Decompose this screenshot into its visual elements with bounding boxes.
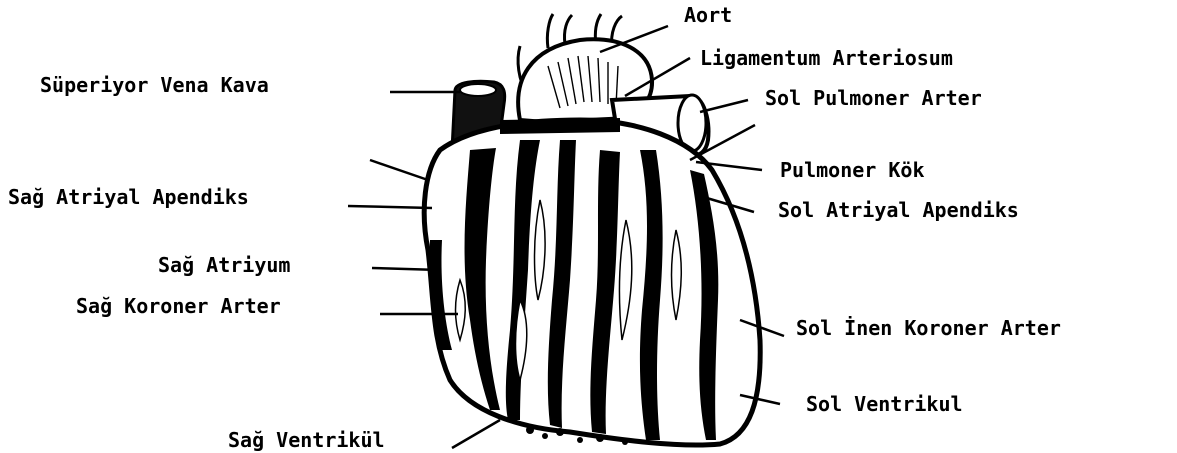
label-sol-atriyal-apendiks: Sol Atriyal Apendiks [778, 200, 1019, 220]
label-sag-ventrikul: Sağ Ventrikül [228, 430, 385, 450]
label-ligamentum-arteriosum: Ligamentum Arteriosum [700, 48, 953, 68]
label-sol-inen-koroner-arter: Sol İnen Koroner Arter [796, 318, 1061, 338]
label-sag-atriyal-apendiks: Sağ Atriyal Apendiks [8, 187, 249, 207]
label-superiyor-vena-kava: Süperiyor Vena Kava [40, 75, 269, 95]
label-sol-ventrikul: Sol Ventrikul [806, 394, 963, 414]
label-sag-koroner-arter: Sağ Koroner Arter [76, 296, 281, 316]
label-sag-atriyum: Sağ Atriyum [158, 255, 290, 275]
label-aort: Aort [684, 5, 732, 25]
label-pulmoner-kok: Pulmoner Kök [780, 160, 925, 180]
label-sol-pulmoner-arter: Sol Pulmoner Arter [765, 88, 982, 108]
